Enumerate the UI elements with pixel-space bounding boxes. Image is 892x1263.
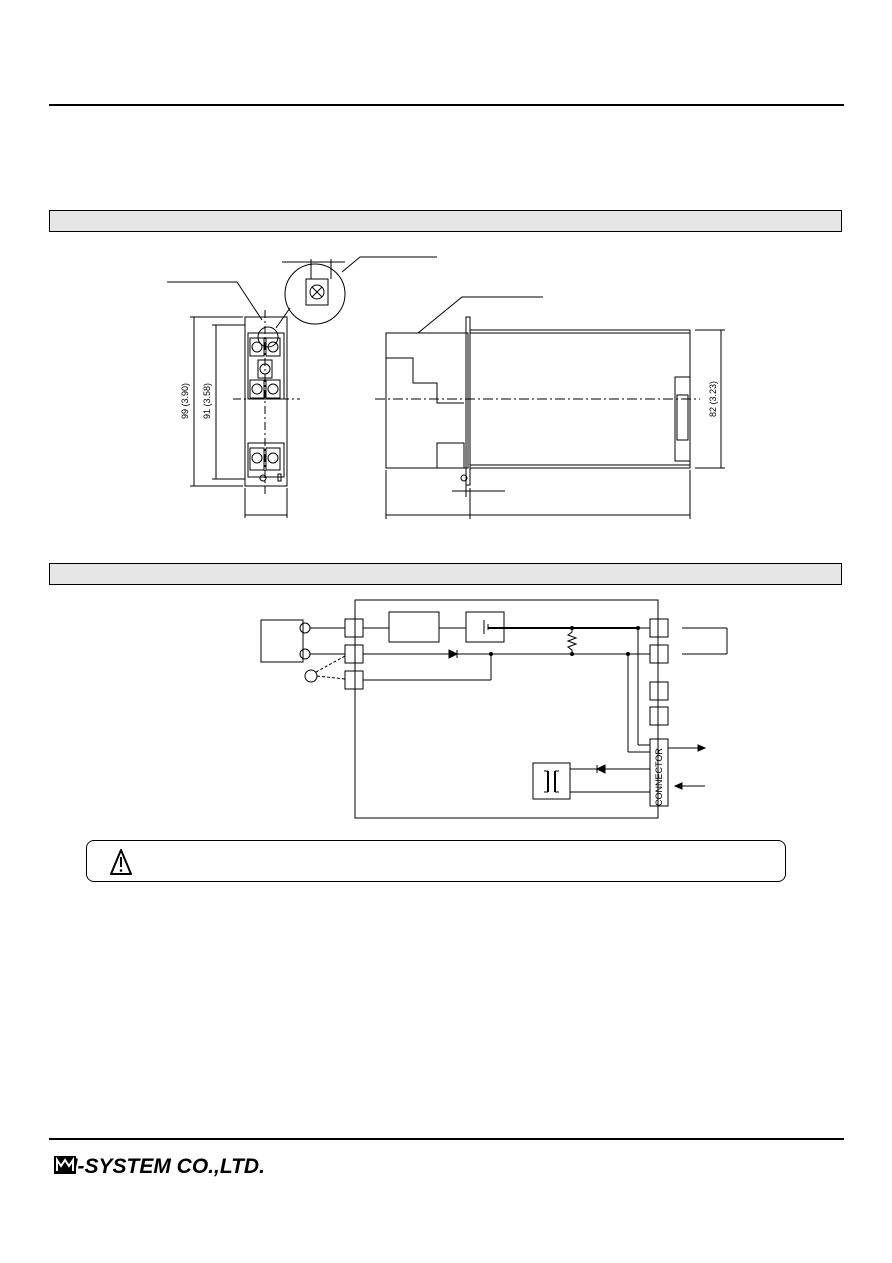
dim-front-outer: 99 (3.90) xyxy=(180,383,190,419)
section-header-dimensions xyxy=(49,210,842,232)
connector-label: CONNECTOR xyxy=(654,748,664,806)
dim-side-height: 82 (3.23) xyxy=(708,381,718,417)
section-header-schematic xyxy=(49,563,842,585)
company-logo: M-SYSTEM CO.,LTD. xyxy=(54,1154,265,1180)
caution-box xyxy=(86,840,786,882)
company-name: M-SYSTEM CO.,LTD. xyxy=(60,1155,265,1178)
m-system-logo-icon xyxy=(54,1156,76,1174)
warning-icon xyxy=(110,849,132,875)
top-rule xyxy=(49,104,844,106)
bottom-rule xyxy=(49,1138,844,1140)
dim-front-inner: 91 (3.58) xyxy=(202,383,212,419)
